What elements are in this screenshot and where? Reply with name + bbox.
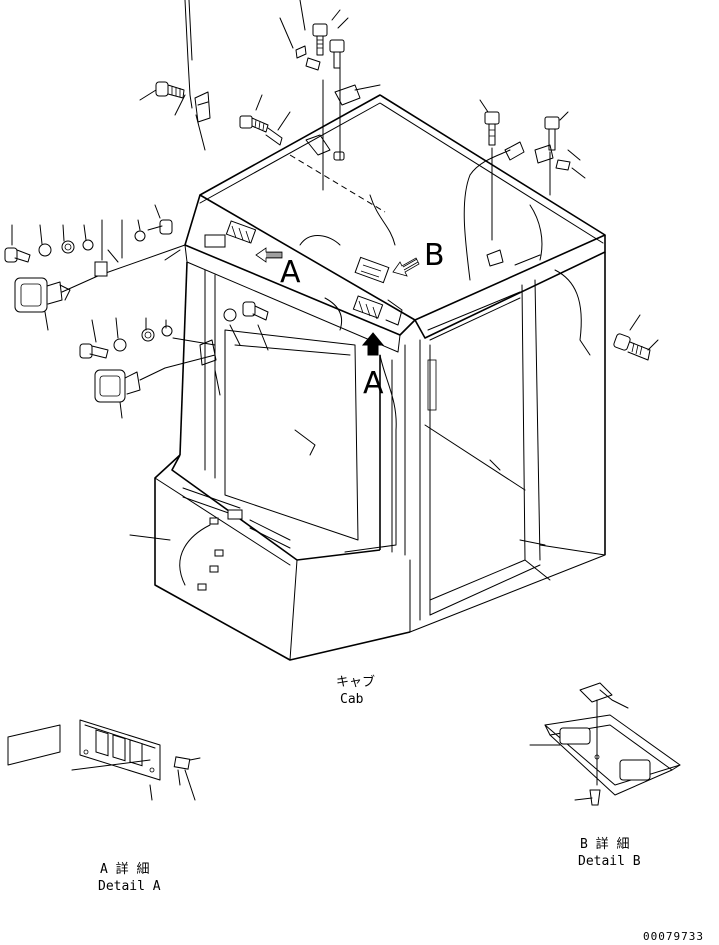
caption-detail-a-en: Detail A [98, 879, 161, 894]
switch-panel-front [204, 220, 403, 331]
caption-detail-b-en: Detail B [578, 854, 641, 869]
view-arrow-a-bottom [361, 332, 385, 356]
detail-a-drawing [7, 719, 201, 801]
cab-body [154, 94, 606, 661]
caption-cab-en: Cab [340, 692, 364, 707]
roof-bolt-set-center [279, 0, 381, 191]
view-arrow-b [392, 257, 420, 277]
caption-detail-a-jp: A 詳 細 [100, 861, 149, 877]
roof-bolt-set-left [239, 94, 345, 161]
roof-bolt-set-right [479, 99, 586, 267]
antenna-mount [139, 0, 211, 151]
callout-b: B [424, 238, 445, 273]
callout-a-top: A [280, 255, 301, 290]
harness-leader [129, 534, 171, 541]
view-arrow-a-top [255, 247, 283, 263]
side-bolt-right [613, 314, 659, 361]
caption-detail-b-jp: B 詳 細 [580, 836, 629, 852]
callout-a-bottom: A [363, 366, 384, 401]
work-lamp-lower [79, 301, 269, 419]
drawing-number: 00079733 [643, 930, 704, 943]
detail-b-drawing [529, 682, 681, 806]
caption-cab-jp: キャブ [336, 674, 375, 690]
work-lamp-upper [4, 204, 186, 331]
